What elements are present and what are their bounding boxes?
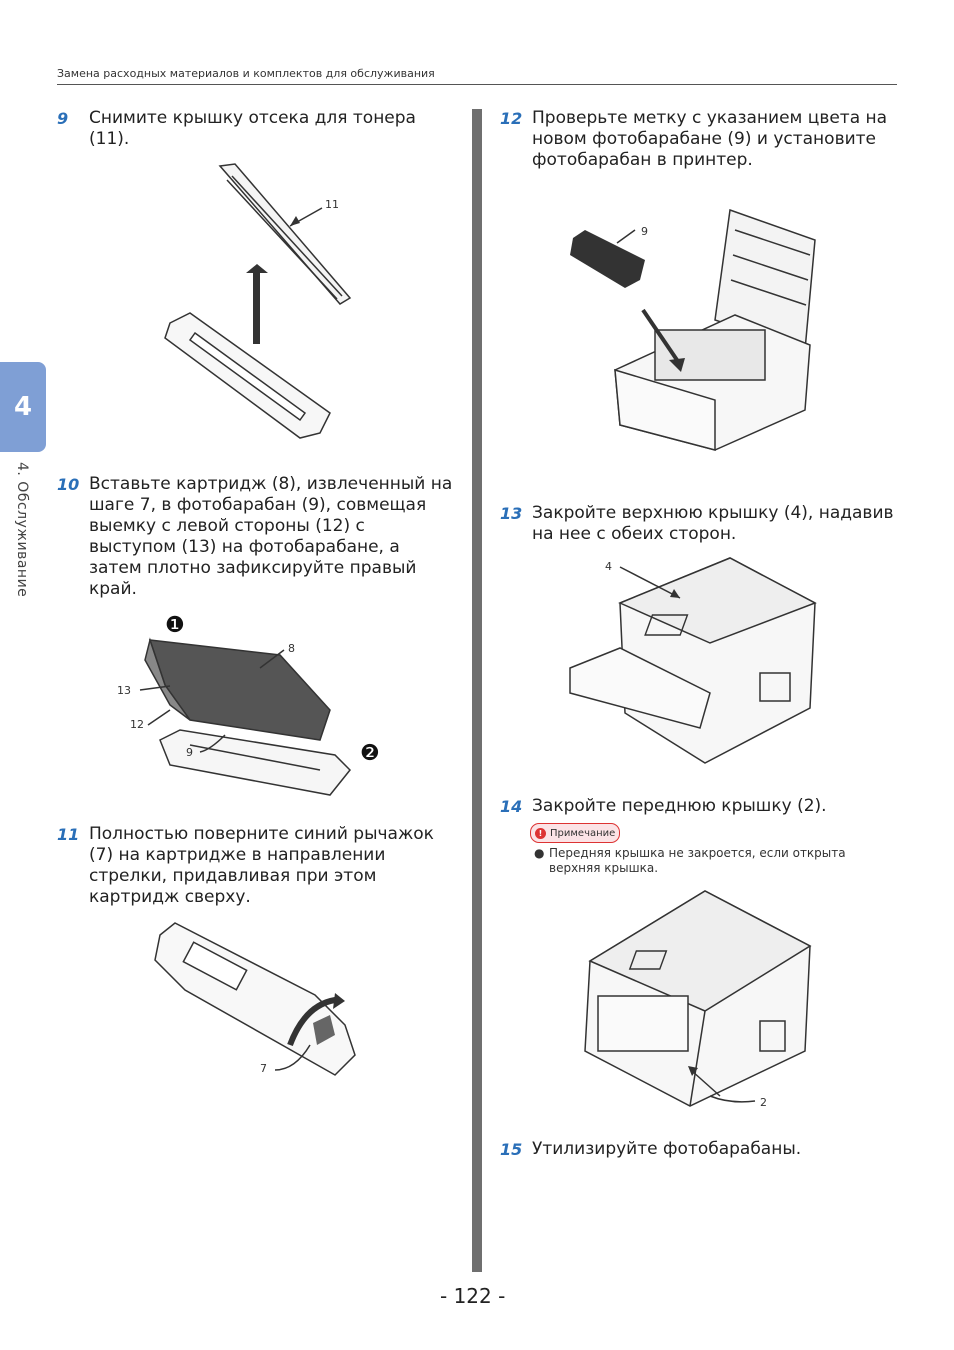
step-text: Утилизируйте фотобарабаны. (532, 1139, 802, 1159)
step-9: 9 Снимите крышку отсека для тонера (11). (57, 108, 457, 150)
marker-1: ❶ (165, 613, 185, 638)
callout-9: 9 (641, 225, 648, 238)
step-10: 10 Вставьте картридж (8), извлеченный на… (57, 474, 457, 600)
step-number: 10 (57, 475, 80, 494)
step-text: Закройте верхнюю крышку (4), надавив на … (532, 503, 894, 544)
chapter-label: 4. Обслуживание (14, 462, 30, 598)
page-header: Замена расходных материалов и комплектов… (57, 67, 897, 85)
callout-4: 4 (605, 560, 612, 573)
step-number: 9 (57, 109, 69, 128)
step-text: Полностью поверните синий рычажок (7) на… (89, 824, 434, 907)
note-label: Примечание (550, 827, 616, 839)
figure-remove-toner-cover: 11 (164, 163, 352, 439)
page-number: - 122 - (440, 1284, 506, 1308)
callout-2: 2 (760, 1096, 767, 1109)
figure-install-drum: 9 (570, 208, 816, 451)
marker-2: ❷ (360, 741, 380, 766)
column-divider (472, 109, 482, 1272)
callout-7: 7 (260, 1062, 267, 1075)
step-number: 15 (500, 1140, 523, 1159)
step-13: 13 Закройте верхнюю крышку (4), надавив … (500, 503, 900, 545)
figure-turn-lever: 7 (154, 922, 356, 1076)
note-badge: ! Примечание (530, 823, 620, 843)
figure-close-top-cover: 4 (569, 557, 817, 764)
chapter-tab[interactable]: 4 (0, 362, 46, 452)
note-body: Передняя крышка не закроется, если откры… (549, 846, 846, 875)
figure-insert-cartridge: ❶ ❷ 8 13 12 9 (117, 613, 380, 796)
step-number: 12 (500, 109, 523, 128)
step-text: Закройте переднюю крышку (2). (532, 796, 827, 816)
warning-icon: ! (535, 827, 546, 839)
callout-13: 13 (117, 684, 131, 697)
bullet-icon: ● (534, 846, 545, 860)
step-text: Вставьте картридж (8), извлеченный на ша… (89, 474, 453, 599)
step-14: 14 Закройте переднюю крышку (2). (500, 796, 900, 817)
callout-9: 9 (186, 746, 193, 759)
step-12: 12 Проверьте метку с указанием цвета на … (500, 108, 900, 171)
step-number: 13 (500, 504, 523, 523)
callout-11: 11 (325, 198, 339, 211)
step-11: 11 Полностью поверните синий рычажок (7)… (57, 824, 457, 908)
callout-12: 12 (130, 718, 144, 731)
figure-close-front-cover: 2 (584, 890, 812, 1109)
step-number: 14 (500, 797, 523, 816)
step-text: Проверьте метку с указанием цвета на нов… (532, 108, 888, 170)
step-text: Снимите крышку отсека для тонера (11). (89, 108, 416, 149)
step-number: 11 (57, 825, 80, 844)
note-item: ● Передняя крышка не закроется, если отк… (534, 846, 874, 876)
step-15: 15 Утилизируйте фотобарабаны. (500, 1139, 900, 1160)
callout-8: 8 (288, 642, 295, 655)
